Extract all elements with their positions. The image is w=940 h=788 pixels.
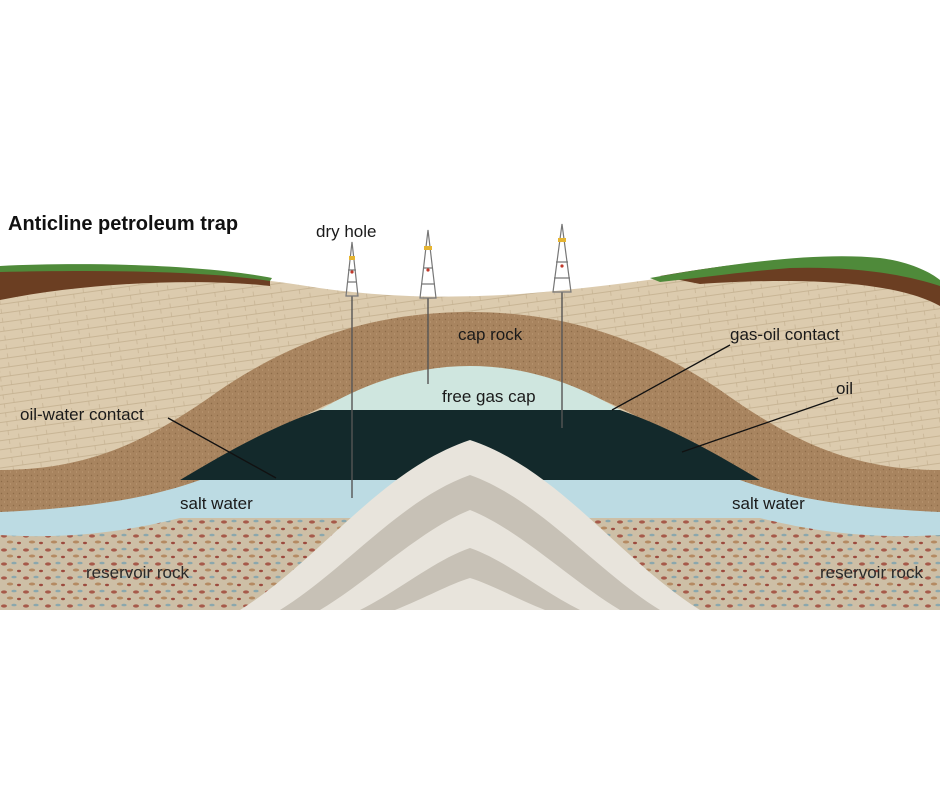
anticline-core-band-4 [395,578,545,610]
label-oil: oil [836,379,853,398]
soil-left [0,267,270,300]
label-gas-oil-contact: gas-oil contact [730,325,840,344]
diagram-title: Anticline petroleum trap [8,213,238,235]
label-cap-rock: cap rock [458,325,523,344]
well-dry-hole [345,241,359,498]
grass-left [0,264,272,281]
label-salt-water-left: salt water [180,494,253,513]
label-oil-water-contact: oil-water contact [20,405,144,424]
well-oil [552,223,572,428]
free-gas-layer [320,366,620,410]
leader-oil-water-contact [167,417,277,479]
well-gas [419,229,437,384]
label-reservoir-rock-right: reservoir rock [820,563,923,582]
leader-oil [681,397,839,453]
leader-gas-oil-contact [611,344,731,411]
label-dry-hole: dry hole [316,222,376,241]
grass-right [650,256,940,286]
label-free-gas-cap: free gas cap [442,387,536,406]
label-reservoir-rock-left: reservoir rock [86,563,189,582]
label-salt-water-right: salt water [732,494,805,513]
